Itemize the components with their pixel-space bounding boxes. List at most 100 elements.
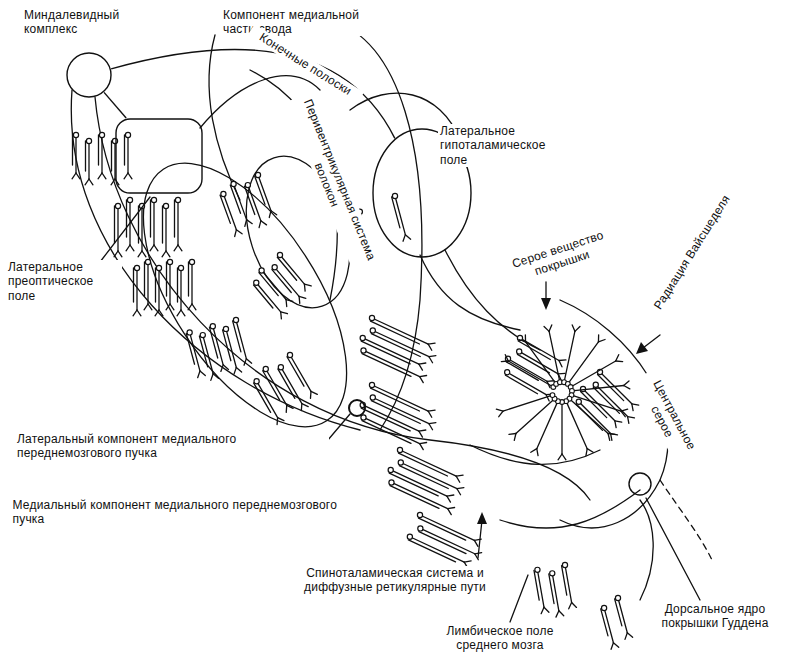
synapse-fork — [221, 365, 223, 372]
nerve-stroke — [258, 175, 271, 211]
synapse-fork — [133, 310, 137, 316]
nerve-stroke — [223, 330, 231, 361]
nerve-stroke — [256, 283, 280, 312]
structure-label: Лимбическое поле среднего мозга — [418, 624, 582, 653]
neuron-soma — [210, 324, 215, 329]
neuron-soma — [127, 197, 132, 202]
synapse-fork — [572, 602, 577, 607]
arrowhead — [541, 298, 551, 310]
nerve-stroke — [257, 381, 278, 417]
synapse-fork — [130, 245, 134, 251]
nerve-stroke — [162, 206, 163, 243]
synapse-fork — [627, 633, 632, 638]
nerve-stroke — [506, 362, 538, 381]
neuron-soma — [370, 395, 375, 400]
node-label: Миндалевидный комплекс — [22, 8, 126, 37]
nerve-stroke — [155, 268, 156, 302]
nerve-stroke — [177, 200, 178, 245]
neuron-soma — [417, 512, 422, 517]
synapse-fork — [261, 221, 267, 225]
nerve-stroke — [126, 200, 127, 237]
synapse-fork — [211, 374, 213, 381]
neuron-soma — [255, 172, 260, 177]
neuron-soma — [115, 203, 120, 208]
synapse-fork — [419, 363, 426, 364]
synapse-fork — [428, 343, 435, 344]
synapse-fork — [287, 405, 293, 408]
radiating-fiber — [549, 331, 560, 382]
synapse-fork — [403, 235, 405, 242]
synapse-fork — [615, 421, 616, 428]
synapse-fork — [519, 339, 526, 341]
synapse-fork — [611, 643, 613, 650]
nerve-stroke — [518, 341, 550, 360]
synapse-fork — [310, 391, 312, 398]
nerve-stroke — [147, 262, 148, 304]
synapse-fork — [259, 221, 261, 228]
nerve-stroke — [505, 375, 537, 394]
synapse-fork — [286, 300, 293, 302]
radiating-fiber — [571, 361, 616, 387]
nerve-stroke — [117, 206, 118, 251]
radiating-fiber — [537, 401, 558, 449]
nerve-stroke — [144, 262, 145, 296]
synapse-fork — [302, 404, 308, 407]
neuron-soma — [550, 571, 555, 576]
synapse-fork — [234, 368, 236, 375]
nucleus-circle: Латеральное гипоталамическое поле — [372, 128, 472, 258]
radiating-fiber — [561, 402, 562, 454]
synapse-fork — [244, 359, 246, 366]
synapse-fork — [624, 386, 630, 389]
synapse-fork — [419, 430, 426, 431]
synapse-fork — [474, 540, 478, 546]
neuron-soma — [369, 315, 374, 320]
structure-label: Компонент медиальной части свода — [221, 8, 375, 37]
synapse-fork — [236, 230, 242, 234]
synapse-fork — [247, 220, 253, 224]
synapse-fork — [456, 476, 460, 482]
synapse-fork — [632, 404, 639, 405]
node-outline — [67, 53, 111, 97]
nerve-stroke — [373, 398, 429, 424]
nerve-stroke — [408, 540, 455, 562]
synapse-fork — [124, 173, 128, 179]
synapse-fork — [457, 489, 461, 495]
nerve-stroke — [277, 257, 296, 280]
synapse-fork — [198, 371, 200, 378]
fiber — [470, 445, 600, 464]
node-outline — [628, 472, 652, 496]
nerve-stroke — [180, 268, 181, 310]
fiber-outline — [640, 500, 653, 600]
nerve-stroke — [275, 267, 299, 296]
synapse-fork — [137, 310, 141, 316]
synapse-fork — [569, 602, 572, 608]
nerve-stroke — [259, 273, 278, 296]
nerve-stroke — [85, 141, 86, 171]
nerve-stroke — [234, 184, 247, 220]
synapse-fork — [624, 381, 629, 386]
synapse-fork — [456, 475, 463, 476]
neuron-soma — [272, 265, 277, 270]
synapse-fork — [118, 251, 122, 257]
synapse-fork — [621, 411, 625, 417]
nerve-stroke — [223, 194, 236, 230]
nerve-stroke — [209, 327, 217, 358]
synapse-fork — [598, 339, 605, 341]
nerve-stroke — [174, 200, 175, 237]
nerve-stroke — [75, 135, 76, 173]
synapse-fork — [514, 433, 516, 440]
structure-label: Медиальный компонент медиального передне… — [11, 498, 340, 527]
neuron-soma — [223, 326, 228, 331]
synapse-fork — [154, 245, 158, 251]
synapse-fork — [616, 360, 623, 362]
nerve-stroke — [230, 185, 240, 213]
neuron-soma — [254, 379, 259, 384]
synapse-fork — [148, 304, 152, 310]
synapse-fork — [102, 173, 106, 179]
neuron-soma — [86, 138, 91, 143]
synapse-fork — [271, 211, 277, 215]
neuron-soma — [277, 252, 282, 257]
synapse-fork — [531, 449, 537, 453]
nerve-stroke — [392, 197, 400, 228]
